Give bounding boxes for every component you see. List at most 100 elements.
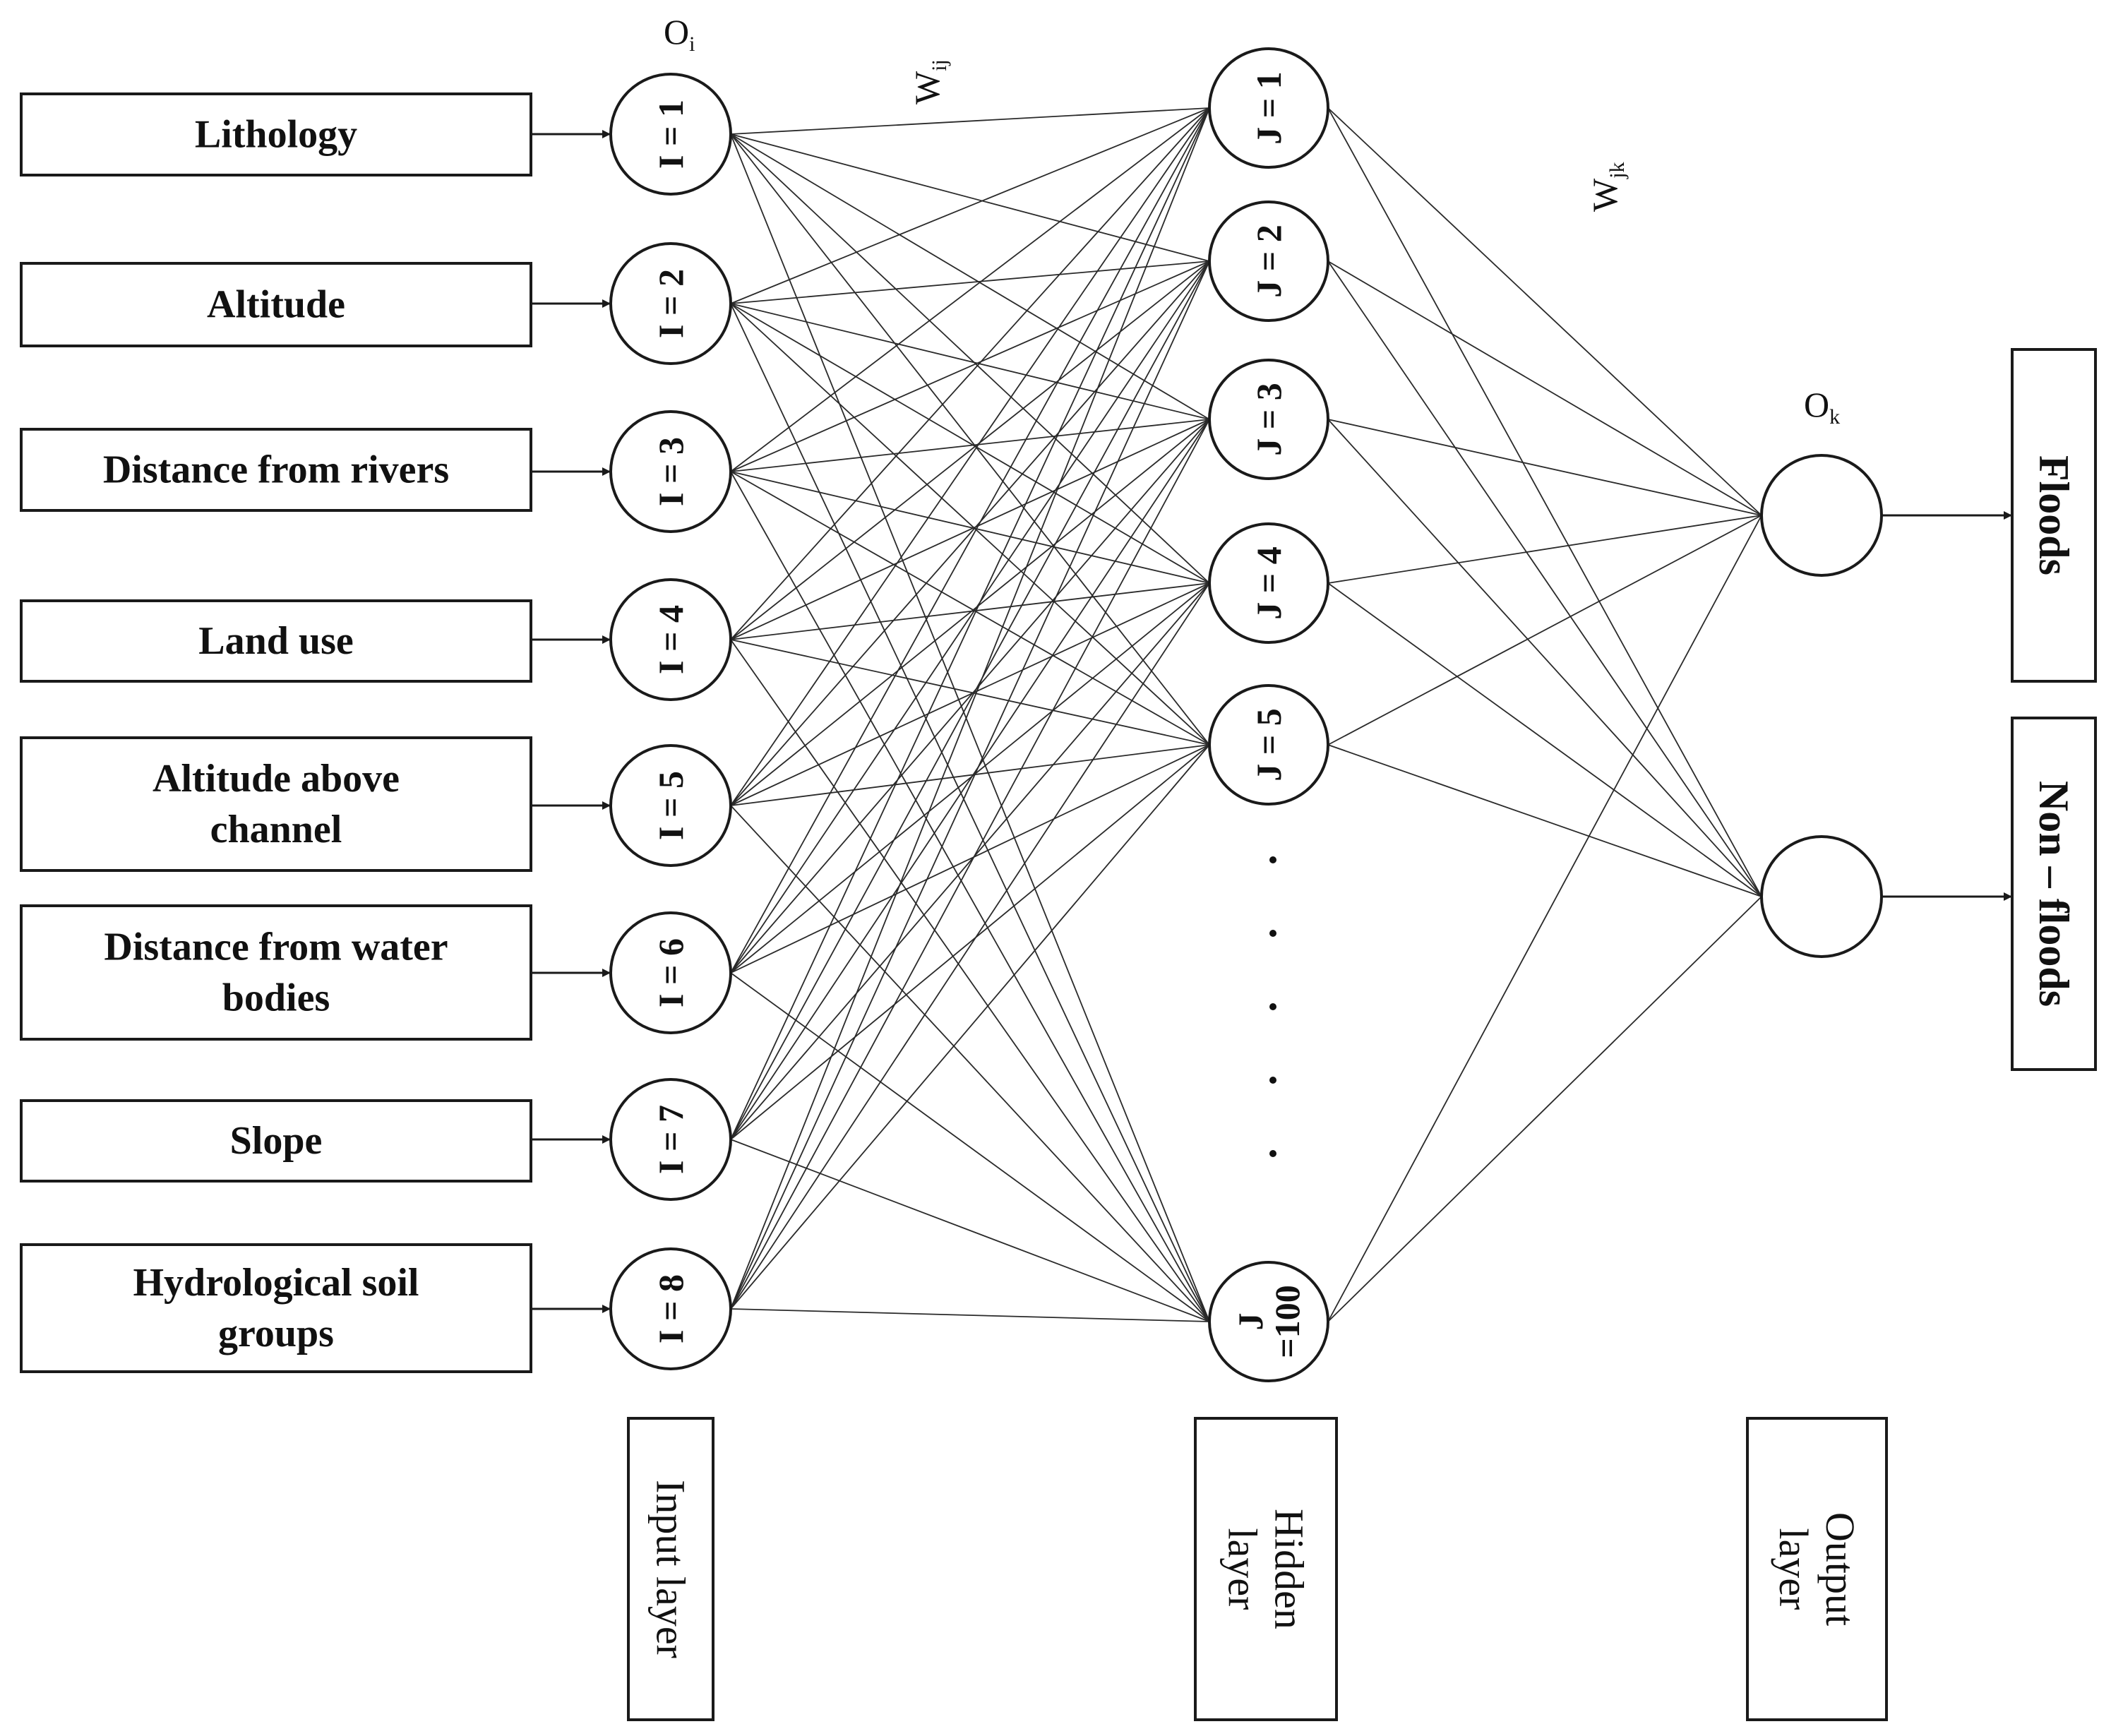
hidden-node-label-3-line: J = 3 [1249, 383, 1288, 456]
hidden-node-4 [1208, 522, 1329, 644]
edge-j1-k2 [1327, 107, 1762, 897]
edge-i5-j6 [730, 805, 1210, 1322]
input-node-label-7-line: I = 7 [651, 1105, 690, 1174]
edge-i1-j2 [730, 133, 1210, 262]
feature-box-1 [20, 92, 532, 176]
edge-i3-j5 [730, 471, 1210, 746]
edge-i6-j5 [730, 744, 1210, 974]
feature-label-2: Altitude [207, 283, 345, 327]
hidden-node-label-2-line: J = 2 [1249, 225, 1288, 298]
input-node-label-8-line: I = 8 [651, 1274, 690, 1343]
input-node-label-3: I = 3 [651, 437, 690, 506]
output-class-label-2: Non – floods [2031, 781, 2077, 1007]
output-layer-label-line: Output [1817, 1512, 1863, 1626]
input-node-label-6-line: I = 6 [651, 938, 690, 1007]
input-node-1 [609, 73, 732, 196]
input-node-7 [609, 1078, 732, 1201]
edge-i2-j6 [730, 303, 1210, 1322]
output-layer-box [1746, 1417, 1888, 1721]
input-node-4 [609, 578, 732, 701]
hidden-node-2 [1208, 200, 1329, 322]
input-node-2 [609, 242, 732, 365]
input-node-5 [609, 744, 732, 867]
w-jk-label: Wjk [1585, 162, 1629, 212]
input-node-label-8: I = 8 [651, 1274, 690, 1343]
hidden-node-label-5: J = 5 [1249, 708, 1288, 782]
feature-box-8 [20, 1243, 532, 1373]
edge-i2-j4 [730, 303, 1210, 584]
feature-label-6-line: bodies [222, 976, 330, 1020]
edge-i5-j2 [730, 261, 1210, 806]
edge-i1-j6 [730, 133, 1210, 1322]
edge-i7-j1 [730, 107, 1210, 1140]
edge-i4-j1 [730, 107, 1210, 640]
feature-label-6-line: Distance from water [104, 926, 448, 969]
feature-box-4 [20, 599, 532, 683]
edge-i4-j4 [730, 582, 1210, 640]
hidden-node-3 [1208, 359, 1329, 480]
edge-i1-j4 [730, 133, 1210, 584]
edge-i7-j2 [730, 261, 1210, 1140]
hidden-node-5 [1208, 684, 1329, 806]
input-node-label-3-line: I = 3 [651, 437, 690, 506]
hidden-layer-nodes: J = 1J = 2J = 3J = 4J = 5J=100 [1208, 47, 1329, 1382]
output-class-label-1-line: Floods [2031, 455, 2077, 575]
hidden-node-1 [1208, 47, 1329, 169]
input-node-3 [609, 410, 732, 533]
input-node-label-1-line: I = 1 [651, 100, 690, 169]
edge-j4-k2 [1327, 582, 1762, 897]
edge-i8-j2 [730, 261, 1210, 1310]
hidden-layer-label-line: Hidden [1267, 1509, 1312, 1629]
input-node-label-5: I = 5 [651, 771, 690, 840]
input-layer-nodes: I = 1I = 2I = 3I = 4I = 5I = 6I = 7I = 8 [609, 73, 732, 1370]
w-ij-label: Wij [907, 59, 951, 104]
edge-i7-j5 [730, 744, 1210, 1140]
edge-i5-j1 [730, 107, 1210, 806]
edge-i3-j3 [730, 419, 1210, 472]
edge-i4-j5 [730, 639, 1210, 746]
edge-j2-k1 [1327, 261, 1762, 516]
output-class-box-1 [2011, 348, 2097, 683]
output-class-label-1: Floods [2031, 455, 2077, 575]
edge-i6-j4 [730, 582, 1210, 974]
edge-i3-j4 [730, 471, 1210, 584]
o-k-label: Ok [1804, 385, 1840, 429]
edge-i2-j5 [730, 303, 1210, 746]
edge-i6-j3 [730, 419, 1210, 974]
edge-i5-j5 [730, 744, 1210, 806]
edge-j3-k1 [1327, 419, 1762, 516]
edge-i6-j6 [730, 972, 1210, 1322]
hidden-node-label-100-line: J [1231, 1313, 1270, 1331]
hidden-ellipsis [1269, 856, 1276, 1157]
input-layer-label: Input layer [648, 1480, 694, 1658]
input-node-label-2: I = 2 [651, 269, 690, 338]
edge-i8-j3 [730, 419, 1210, 1310]
edge-i7-j3 [730, 419, 1210, 1140]
feature-box-2 [20, 262, 532, 347]
edge-i2-j2 [730, 261, 1210, 304]
feature-box-7 [20, 1099, 532, 1183]
output-node-1 [1760, 454, 1883, 577]
edge-i1-j1 [730, 107, 1210, 135]
edge-j1-k1 [1327, 107, 1762, 516]
edge-i1-j5 [730, 133, 1210, 746]
edge-i8-j4 [730, 582, 1210, 1310]
edge-i6-j1 [730, 107, 1210, 974]
hidden-node-label-2: J = 2 [1249, 225, 1288, 298]
input-node-label-2-line: I = 2 [651, 269, 690, 338]
edge-i4-j3 [730, 419, 1210, 640]
hidden-node-label-100: J=100 [1231, 1285, 1307, 1358]
hidden-node-label-1: J = 1 [1249, 71, 1288, 145]
edge-i8-j5 [730, 744, 1210, 1310]
input-layer-label-line: Input layer [648, 1480, 694, 1658]
edge-j5-k1 [1327, 515, 1762, 746]
feature-label-3: Distance from rivers [103, 448, 449, 492]
edge-i7-j6 [730, 1139, 1210, 1322]
feature-box-5 [20, 736, 532, 872]
feature-label-8-line: groups [218, 1312, 334, 1355]
output-layer-label-line: layer [1771, 1528, 1817, 1610]
